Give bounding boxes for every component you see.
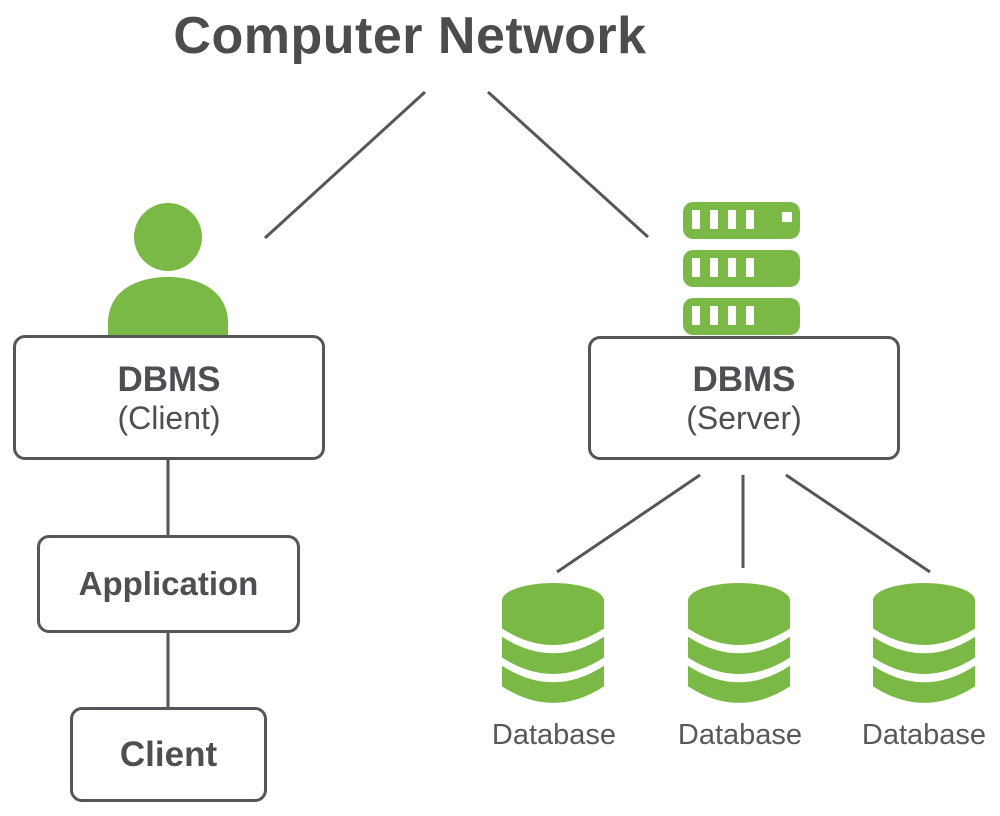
edge-server-to-database-1 xyxy=(556,473,701,574)
dbms-client-box: DBMS (Client) xyxy=(13,335,325,460)
dbms-server-title: DBMS xyxy=(692,360,796,399)
edge-network-to-client-side xyxy=(263,90,427,240)
client-label: Client xyxy=(119,734,218,774)
database-cylinder-icon xyxy=(873,583,975,703)
database-label: Database xyxy=(677,719,803,751)
dbms-server-box: DBMS (Server) xyxy=(588,336,900,460)
database-cylinder-icon xyxy=(688,583,790,703)
edge-network-to-server-side xyxy=(486,90,650,239)
user-icon xyxy=(108,203,228,345)
database-cylinder-icon xyxy=(502,583,604,703)
database-label: Database xyxy=(861,719,987,751)
dbms-server-subtitle: (Server) xyxy=(686,400,802,436)
client-box: Client xyxy=(70,707,267,802)
diagram-title: Computer Network xyxy=(173,7,647,65)
server-stack-icon xyxy=(683,202,800,335)
application-box: Application xyxy=(37,535,300,633)
database-label: Database xyxy=(491,719,617,751)
dbms-client-subtitle: (Client) xyxy=(117,399,221,436)
edge-server-to-database-3 xyxy=(785,473,931,574)
application-label: Application xyxy=(78,565,259,602)
dbms-client-title: DBMS xyxy=(117,359,221,399)
